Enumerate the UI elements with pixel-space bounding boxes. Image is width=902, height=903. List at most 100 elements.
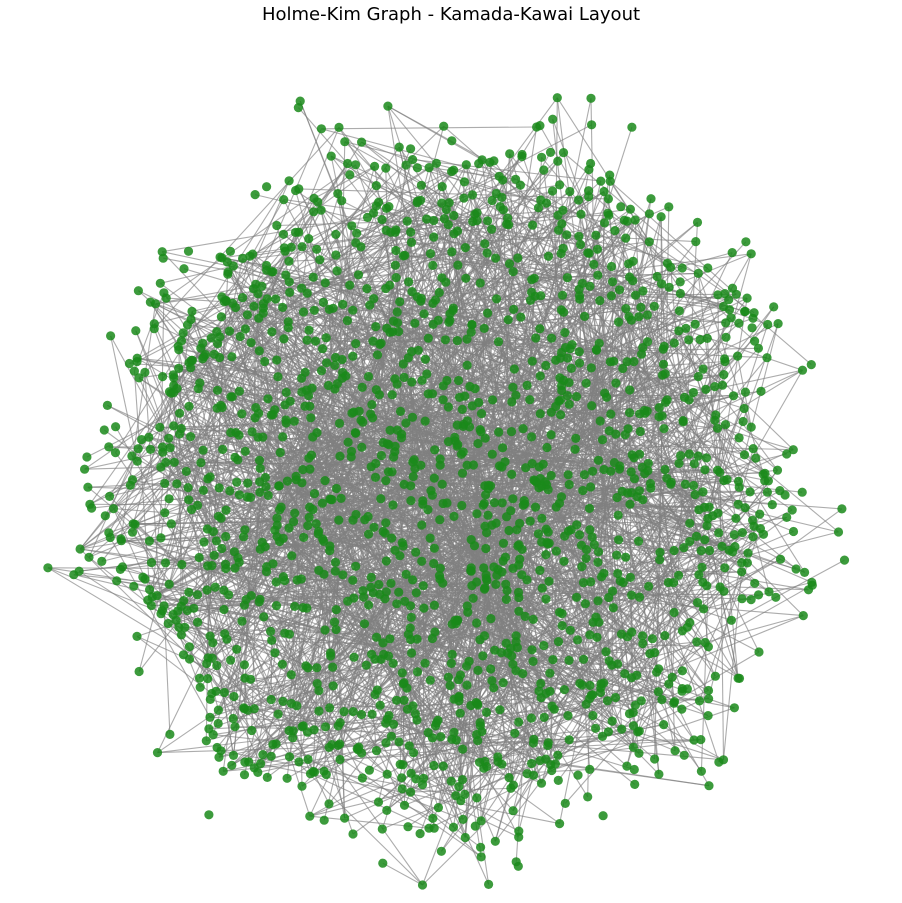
graph-node bbox=[613, 659, 623, 669]
graph-node bbox=[839, 555, 850, 565]
graph-node bbox=[489, 562, 499, 572]
graph-node bbox=[250, 190, 260, 200]
graph-node bbox=[319, 815, 329, 825]
graph-node bbox=[238, 293, 248, 303]
graph-node bbox=[348, 575, 358, 585]
graph-node bbox=[556, 248, 566, 259]
graph-node bbox=[207, 561, 217, 571]
graph-node bbox=[586, 158, 596, 169]
graph-node bbox=[764, 587, 774, 597]
graph-node bbox=[338, 299, 348, 309]
graph-edge bbox=[697, 273, 752, 428]
graph-node bbox=[715, 582, 725, 592]
graph-node bbox=[564, 378, 574, 388]
graph-node bbox=[681, 323, 691, 333]
graph-node bbox=[302, 603, 312, 613]
graph-node bbox=[348, 351, 358, 361]
graph-edge bbox=[174, 461, 295, 514]
graph-edge bbox=[660, 216, 663, 416]
graph-node bbox=[624, 709, 635, 719]
graph-node bbox=[397, 668, 407, 678]
graph-node bbox=[134, 373, 144, 383]
graph-node bbox=[703, 711, 713, 721]
graph-node bbox=[583, 792, 593, 802]
graph-node bbox=[320, 278, 330, 288]
graph-node bbox=[588, 710, 598, 721]
graph-node bbox=[640, 408, 650, 418]
graph-node bbox=[198, 354, 208, 364]
graph-node bbox=[371, 201, 381, 211]
graph-node bbox=[258, 432, 268, 442]
graph-node bbox=[536, 778, 547, 788]
graph-node bbox=[791, 564, 801, 574]
graph-node bbox=[726, 615, 737, 625]
graph-node bbox=[261, 260, 272, 271]
graph-node bbox=[557, 290, 568, 300]
graph-edge bbox=[301, 246, 471, 387]
graph-node bbox=[501, 579, 511, 589]
graph-node bbox=[278, 533, 288, 544]
graph-node bbox=[271, 601, 282, 611]
graph-node bbox=[657, 279, 667, 289]
graph-node bbox=[571, 433, 581, 443]
graph-node bbox=[564, 655, 574, 666]
graph-node bbox=[417, 556, 427, 566]
graph-node bbox=[343, 437, 353, 447]
graph-node bbox=[748, 532, 758, 542]
graph-node bbox=[286, 698, 296, 709]
graph-node bbox=[249, 301, 259, 311]
graph-node bbox=[258, 303, 268, 313]
graph-node bbox=[559, 685, 570, 695]
graph-node bbox=[290, 227, 301, 237]
graph-node bbox=[677, 263, 687, 273]
graph-node bbox=[254, 346, 264, 356]
graph-node bbox=[305, 401, 315, 411]
graph-node bbox=[634, 536, 644, 546]
graph-node bbox=[592, 345, 602, 355]
graph-node bbox=[487, 676, 497, 686]
graph-node bbox=[340, 137, 350, 147]
graph-node bbox=[146, 558, 157, 568]
graph-node bbox=[382, 769, 392, 779]
graph-node bbox=[438, 761, 448, 771]
graph-node bbox=[285, 287, 295, 297]
graph-node bbox=[386, 578, 396, 589]
graph-node bbox=[358, 417, 368, 427]
graph-node bbox=[372, 350, 383, 360]
graph-node bbox=[473, 736, 483, 746]
graph-node bbox=[419, 309, 429, 319]
graph-node bbox=[391, 225, 401, 235]
graph-node bbox=[527, 432, 537, 442]
graph-node bbox=[408, 471, 418, 482]
graph-node bbox=[400, 250, 410, 260]
graph-node bbox=[328, 662, 338, 672]
graph-node bbox=[239, 532, 249, 542]
graph-node bbox=[158, 447, 168, 457]
graph-node bbox=[747, 323, 757, 333]
graph-node bbox=[733, 476, 744, 486]
graph-edge bbox=[153, 127, 340, 330]
graph-node bbox=[181, 466, 191, 476]
graph-edge bbox=[262, 436, 410, 747]
graph-node bbox=[572, 520, 582, 530]
graph-node bbox=[377, 824, 387, 834]
graph-node bbox=[438, 381, 448, 391]
graph-edge bbox=[355, 242, 605, 574]
graph-node bbox=[541, 594, 551, 604]
graph-edge bbox=[662, 293, 681, 365]
graph-node bbox=[423, 333, 433, 343]
graph-node bbox=[326, 651, 336, 661]
graph-node bbox=[634, 592, 645, 602]
graph-node bbox=[164, 579, 174, 589]
graph-node bbox=[527, 645, 537, 655]
graph-node bbox=[593, 270, 603, 280]
graph-node bbox=[782, 449, 792, 459]
graph-node bbox=[531, 333, 541, 343]
graph-node bbox=[441, 204, 451, 215]
graph-node bbox=[487, 224, 497, 234]
graph-node bbox=[322, 358, 332, 368]
graph-node bbox=[373, 797, 384, 807]
graph-node bbox=[544, 576, 554, 586]
graph-node bbox=[460, 243, 470, 253]
graph-edge bbox=[120, 303, 157, 539]
